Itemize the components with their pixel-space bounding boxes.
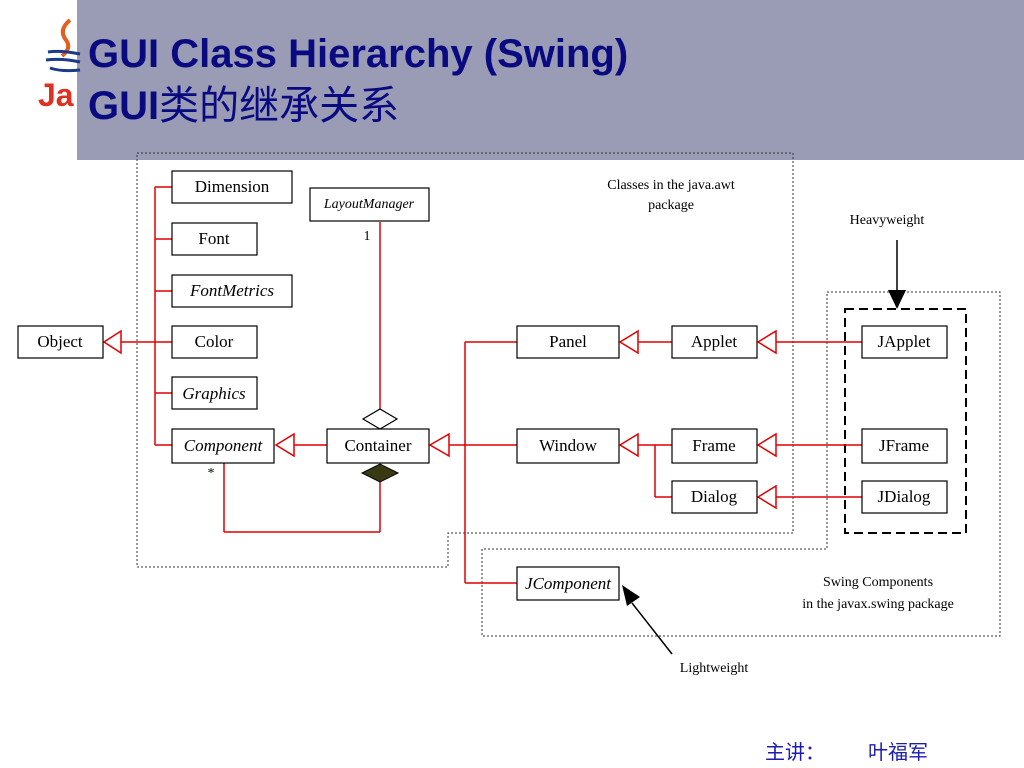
inherit-arrow-object bbox=[102, 329, 122, 355]
awt-package-outline bbox=[136, 152, 794, 568]
inherit-arrow-dialog bbox=[756, 484, 777, 510]
dialog-box bbox=[671, 480, 758, 514]
heavyweight-label: Heavyweight bbox=[850, 213, 925, 228]
jcomponent-box bbox=[516, 566, 620, 601]
multiplicity-many: * bbox=[208, 466, 215, 481]
container-label: Container bbox=[344, 436, 411, 455]
subtitle-suffix: 类的继承关系 bbox=[159, 83, 400, 129]
awt-package-label-line2: package bbox=[648, 198, 694, 213]
frame-label: Frame bbox=[692, 436, 735, 455]
composition-diamond bbox=[360, 463, 400, 483]
lightweight-label: Lightweight bbox=[680, 661, 749, 676]
page-subtitle: GUI类的继承关系 bbox=[88, 86, 399, 126]
inherit-arrow-panel bbox=[618, 329, 639, 355]
inherit-arrow-frame bbox=[756, 432, 777, 458]
panel-label: Panel bbox=[549, 332, 587, 351]
applet-label: Applet bbox=[691, 332, 738, 351]
japplet-box bbox=[861, 325, 948, 359]
lightweight-arrow-head bbox=[622, 585, 640, 606]
font-box bbox=[171, 222, 258, 256]
font-label: Font bbox=[198, 229, 229, 248]
heavyweight-arrow-head bbox=[888, 290, 906, 309]
dimension-label: Dimension bbox=[195, 177, 270, 196]
color-box bbox=[171, 325, 258, 359]
lecturer-label: 主讲： bbox=[765, 740, 825, 764]
panel-box bbox=[516, 325, 620, 359]
layoutmanager-box bbox=[309, 187, 430, 222]
subtitle-prefix: GUI bbox=[88, 84, 160, 128]
jdialog-label: JDialog bbox=[878, 487, 931, 506]
container-box bbox=[326, 428, 430, 464]
applet-box bbox=[671, 325, 758, 359]
awt-package-label-line1: Classes in the java.awt bbox=[607, 178, 735, 193]
graphics-box bbox=[171, 376, 258, 410]
swing-package-label-line2: in the javax.swing package bbox=[802, 597, 954, 612]
title-band bbox=[77, 0, 1024, 160]
swing-package-outline bbox=[481, 291, 1001, 637]
lecturer-name: 叶福军 bbox=[868, 740, 928, 764]
inherit-arrow-component bbox=[274, 432, 295, 458]
object-box bbox=[17, 325, 104, 359]
logo-text: Ja bbox=[38, 77, 74, 113]
graphics-label: Graphics bbox=[182, 384, 246, 403]
window-box bbox=[516, 428, 620, 464]
lightweight-arrow-line bbox=[631, 602, 673, 655]
java-logo-icon: Ja bbox=[38, 18, 81, 113]
fontmetrics-box bbox=[171, 274, 293, 308]
japplet-label: JApplet bbox=[878, 332, 931, 351]
layoutmanager-label: LayoutManager bbox=[323, 197, 415, 212]
inherit-arrow-applet bbox=[756, 329, 777, 355]
multiplicity-one: 1 bbox=[364, 229, 371, 244]
inherit-arrow-container bbox=[428, 432, 450, 458]
color-label: Color bbox=[195, 332, 234, 351]
connector-lines bbox=[121, 186, 862, 584]
inherit-arrow-window bbox=[618, 432, 639, 458]
frame-box bbox=[671, 428, 758, 464]
dialog-label: Dialog bbox=[691, 487, 738, 506]
fontmetrics-label: FontMetrics bbox=[189, 281, 274, 300]
jcomponent-label: JComponent bbox=[525, 574, 612, 593]
object-label: Object bbox=[37, 332, 83, 351]
component-box bbox=[171, 428, 275, 464]
jdialog-box bbox=[861, 480, 948, 514]
window-label: Window bbox=[539, 436, 598, 455]
page-title: GUI Class Hierarchy (Swing) bbox=[88, 32, 629, 76]
dimension-box bbox=[171, 170, 293, 204]
jframe-label: JFrame bbox=[879, 436, 929, 455]
component-label: Component bbox=[184, 436, 264, 455]
jframe-box bbox=[861, 428, 948, 464]
heavyweight-group-outline bbox=[844, 308, 967, 534]
swing-package-label-line1: Swing Components bbox=[823, 575, 933, 590]
aggregation-diamond bbox=[361, 408, 399, 430]
